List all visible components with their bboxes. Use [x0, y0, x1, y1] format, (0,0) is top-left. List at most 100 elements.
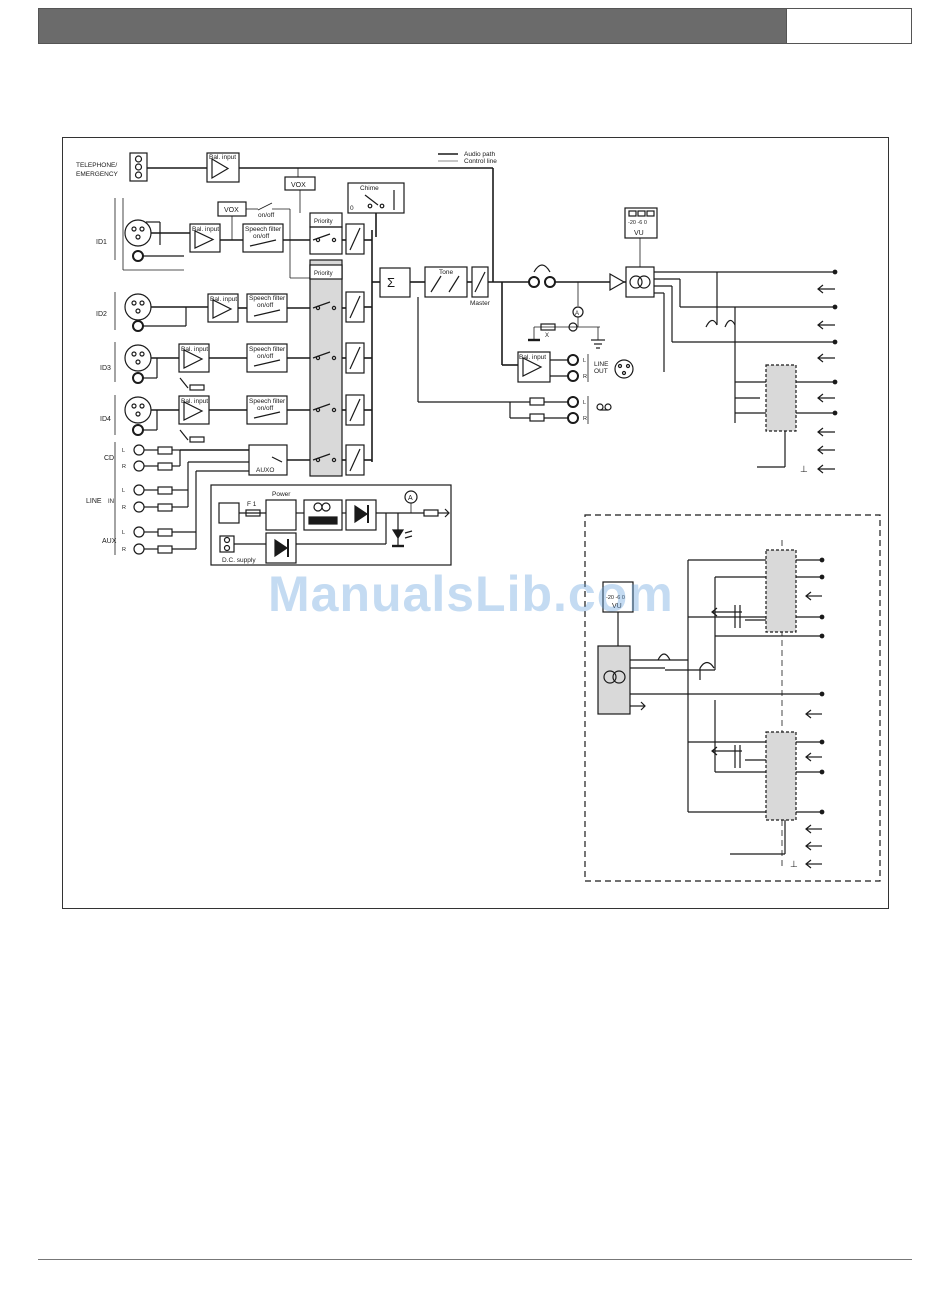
- line-out-l-label: L: [583, 358, 586, 364]
- legend-control-label: Control line: [464, 158, 497, 165]
- tape-r-label: R: [122, 505, 126, 511]
- rectifier-box: [345, 499, 377, 531]
- id4-speech-on-off-label: on/off: [257, 405, 273, 412]
- header-page-box: [786, 8, 912, 44]
- rca-inputs: [133, 444, 173, 555]
- tone-label: Tone: [439, 269, 453, 276]
- footer-rule: [38, 1259, 912, 1260]
- header-bar: [38, 8, 912, 44]
- aux-r-label: R: [122, 547, 126, 553]
- ext-output-terminals: [805, 557, 825, 869]
- id2-speech-on-off-label: on/off: [257, 302, 273, 309]
- telephone-terminal: [129, 152, 148, 182]
- speaker-output-lines: [654, 271, 835, 468]
- power-supply-box: [210, 484, 452, 566]
- headphone-jack-2: [544, 276, 556, 288]
- ext-relay-box-1: [765, 549, 797, 633]
- line-out-r-label: R: [583, 374, 587, 380]
- id4-speech-filter-label: Speech filter: [249, 398, 286, 405]
- power-label: Power: [272, 491, 291, 498]
- id1-vox-label: VOX: [224, 207, 239, 214]
- tape-l-label: L: [122, 488, 125, 494]
- line-out-label-1: LINE: [594, 361, 609, 368]
- emergency-label: EMERGENCY: [76, 171, 119, 178]
- id4-bal-input-label: Bal. input: [181, 398, 208, 405]
- ground-symbol-1: ⊥: [800, 464, 808, 474]
- line-out-bal-input-label: Bal. input: [519, 354, 546, 361]
- master-label: Master: [470, 300, 491, 307]
- id1-speech-on-off-label: on/off: [253, 233, 269, 240]
- priority-label-1: Priority: [314, 219, 333, 225]
- watermark: ManualsLib.com: [268, 566, 674, 622]
- line-out-label-2: OUT: [594, 368, 608, 375]
- line-label: LINE: [86, 498, 102, 505]
- tape-out-r-label: R: [583, 416, 587, 422]
- id2-xlr-connector: [124, 293, 152, 321]
- x-label: X: [545, 333, 549, 339]
- transformer-box: [303, 499, 343, 531]
- mains-inlet: [218, 502, 240, 524]
- id3-label: ID3: [100, 365, 111, 372]
- line-out-din-connector: [614, 359, 634, 379]
- id1-bal-input-label: Bal. input: [192, 226, 219, 233]
- vu-meter-box: [624, 207, 658, 239]
- diagram-frame: [62, 137, 889, 909]
- chime-label: Chime: [360, 185, 379, 192]
- auxo-label: AUXO: [256, 467, 274, 474]
- chime-zero-label: 0: [350, 205, 354, 212]
- dc-terminal: [219, 535, 235, 553]
- zone-relay-box: [765, 364, 797, 432]
- priority-switch-1: [309, 226, 343, 255]
- aux-label: AUX: [102, 538, 117, 545]
- channel-faders: [345, 223, 365, 476]
- ammeter-output-label: A: [575, 311, 579, 317]
- line-out-bal-input-box: [517, 351, 551, 383]
- tape-out-jack-l: [567, 396, 579, 408]
- tape-out-jack-r: [567, 412, 579, 424]
- vu-label: VU: [634, 230, 644, 237]
- priority-switches: [312, 233, 337, 463]
- telephone-label: TELEPHONE/: [76, 162, 117, 169]
- id1-bal-input-box: [189, 223, 221, 253]
- id3-speech-on-off-label: on/off: [257, 353, 273, 360]
- id1-xlr-connector: [124, 219, 152, 247]
- priority-bus-column: [309, 259, 343, 477]
- dc-diode-box: [265, 532, 297, 564]
- cd-l-label: L: [122, 448, 125, 454]
- ext-vu-scale-label: -20 -6 0: [606, 595, 625, 601]
- id1-speech-filter-label: Speech filter: [245, 226, 282, 233]
- id3-bal-input-label: Bal. input: [181, 346, 208, 353]
- headphone-jack-1: [528, 276, 540, 288]
- power-switch-box: [265, 499, 297, 531]
- id2-bal-input-label: Bal. input: [210, 296, 237, 303]
- ext-vu-label: VU: [612, 603, 622, 610]
- line-out-jack-r: [567, 370, 579, 382]
- dc-supply-label: D.C. supply: [222, 557, 256, 564]
- tape-in-label: IN: [108, 499, 114, 505]
- vu-scale-label: -20 -6 0: [628, 220, 647, 226]
- ext-relay-box-2: [765, 731, 797, 821]
- cd-r-label: R: [122, 464, 126, 470]
- vox-label-top: VOX: [291, 182, 306, 189]
- id1-speech-filter-box: [242, 223, 284, 253]
- id1-label: ID1: [96, 239, 107, 246]
- id4-label: ID4: [100, 416, 111, 423]
- id2-label: ID2: [96, 311, 107, 318]
- output-terminals: [817, 269, 838, 474]
- priority-label-2: Priority: [314, 271, 333, 277]
- line-out-jack-l: [567, 354, 579, 366]
- aux-l-label: L: [122, 530, 125, 536]
- sigma-label: Σ: [387, 275, 395, 290]
- tape-out-l-label: L: [583, 400, 586, 406]
- ammeter-power-label: A: [408, 495, 413, 502]
- id3-speech-filter-label: Speech filter: [249, 346, 286, 353]
- cd-label: CD: [104, 455, 114, 462]
- id1-vox-on-off-label: on/off: [258, 212, 274, 219]
- f1-label: F 1: [247, 501, 257, 508]
- fuse-f1: [245, 509, 261, 517]
- tel-bal-input-label: Bal. input: [209, 154, 236, 161]
- output-amp-triangle: [609, 272, 626, 292]
- legend-audio-label: Audio path: [464, 151, 495, 158]
- id3-xlr-connector: [124, 344, 152, 372]
- id2-speech-filter-label: Speech filter: [249, 295, 286, 302]
